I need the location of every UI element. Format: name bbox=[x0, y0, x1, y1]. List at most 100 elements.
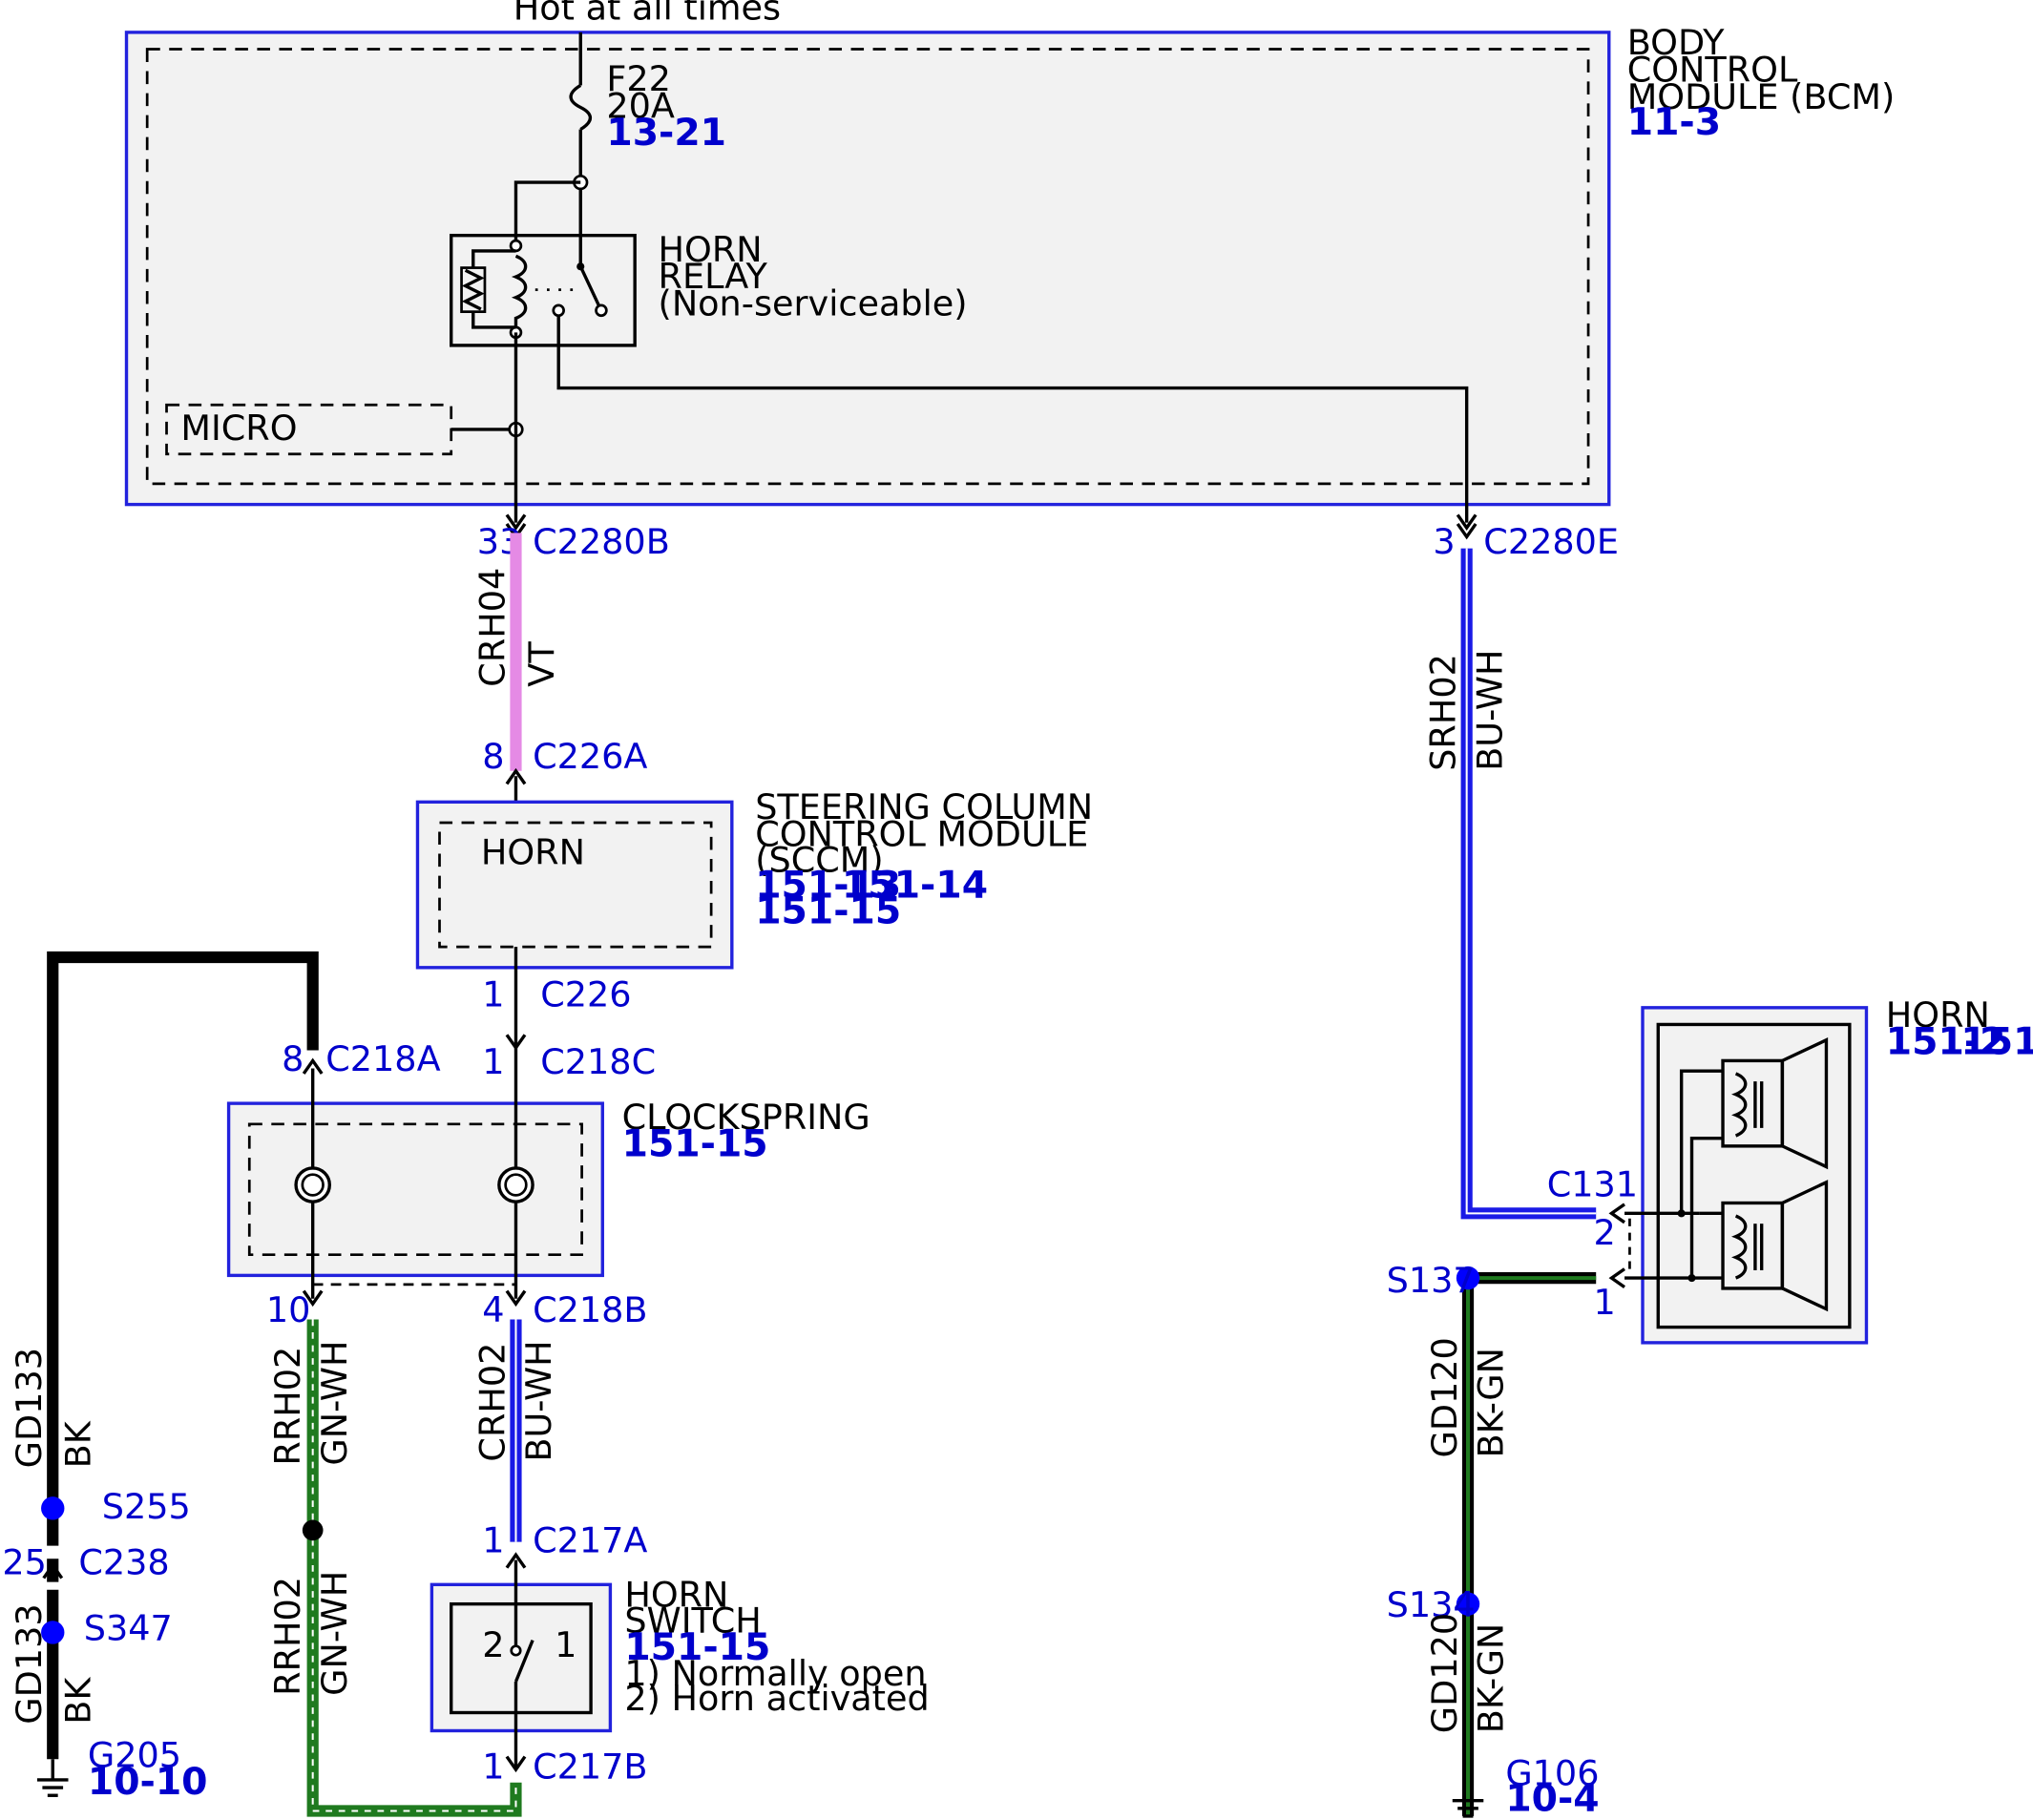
horn-switch: 2 1 HORN SWITCH 151-15 1) Normally open … bbox=[430, 1559, 930, 1770]
horn-upper-coil bbox=[1731, 1072, 1748, 1138]
horn-switch-inner bbox=[450, 1601, 593, 1715]
fuse-name: F22 bbox=[606, 58, 671, 99]
splice-s347 bbox=[41, 1621, 65, 1644]
splice-s134 bbox=[1456, 1592, 1480, 1616]
c218b-right-connector-symbol bbox=[505, 1289, 527, 1307]
sccm-ref-3: 151-15 bbox=[755, 890, 901, 933]
clockspring-title: CLOCKSPRING bbox=[622, 1097, 870, 1138]
ground-g106-symbol bbox=[1452, 1798, 1484, 1818]
relay-contact-no bbox=[552, 303, 565, 318]
fuse-rating: 20A bbox=[606, 85, 675, 126]
sccm-ref-1: 151-13 bbox=[755, 865, 901, 908]
sccm-inner-label: HORN bbox=[481, 831, 585, 872]
relay-contact-nc bbox=[595, 303, 608, 318]
clockspring-inner-dashed bbox=[247, 1122, 583, 1257]
horn-switch-note-2: 2) Horn activated bbox=[624, 1678, 929, 1719]
relay-title-line1: HORN bbox=[659, 229, 763, 270]
bcm-module: BODY CONTROL MODULE (BCM) 11-3 bbox=[124, 22, 1895, 507]
horn-switch-ref: 151-15 bbox=[624, 1626, 770, 1669]
bcm-title-line2: CONTROL bbox=[1627, 49, 1798, 90]
horn-junction-return bbox=[1687, 1274, 1696, 1283]
sccm-title-line2: CONTROL MODULE bbox=[755, 813, 1088, 854]
srh02-circuit: SRH02 bbox=[1422, 654, 1463, 771]
relay-output-wire bbox=[556, 315, 1469, 523]
crh04-color: VT bbox=[521, 641, 562, 687]
c218c-connector-symbol bbox=[505, 1034, 527, 1051]
micro-label: MICRO bbox=[180, 408, 297, 449]
crh02-circuit: CRH02 bbox=[472, 1343, 513, 1462]
c238-name: C238 bbox=[78, 1541, 169, 1582]
relay-resistor-zigzag bbox=[461, 268, 485, 311]
relay-box bbox=[450, 233, 637, 347]
wire-gd133-bk bbox=[47, 951, 319, 1760]
c131-name: C131 bbox=[1547, 1164, 1638, 1205]
c2280b-connector-symbol bbox=[505, 513, 527, 531]
c2280b-name: C2280B bbox=[533, 521, 670, 562]
gd120-bottom-circuit: GD120 bbox=[1424, 1613, 1465, 1733]
sccm-title-line1: STEERING COLUMN bbox=[755, 786, 1093, 827]
sccm-title-line3: (SCCM) bbox=[755, 840, 883, 881]
horn-switch-pin-right: 1 bbox=[555, 1624, 576, 1665]
relay-switch-arm bbox=[578, 265, 602, 309]
rrh02-bottom-circuit: RRH02 bbox=[267, 1577, 308, 1696]
horn-upper-feed bbox=[1679, 1069, 1724, 1214]
c131-pin1: 1 bbox=[1593, 1282, 1615, 1323]
c2280e-pin: 3 bbox=[1433, 521, 1455, 562]
fuse-symbol bbox=[569, 84, 593, 131]
rrh02-top-color: GN-WH bbox=[314, 1341, 355, 1466]
horn-title: HORN bbox=[1886, 994, 1990, 1036]
rrh02-inline-splice bbox=[302, 1519, 324, 1541]
bcm-title-line1: BODY bbox=[1627, 22, 1725, 63]
horn-switch-title-line2: SWITCH bbox=[624, 1600, 761, 1641]
crh02-color: BU-WH bbox=[518, 1340, 559, 1461]
horn-ref-2: 151-4 bbox=[1960, 1021, 2033, 1064]
wire-srh02-bu-wh bbox=[1460, 548, 1597, 1220]
c217b-name: C217B bbox=[533, 1747, 647, 1788]
clockspring-ref: 151-15 bbox=[622, 1123, 768, 1166]
c217a-name: C217A bbox=[533, 1519, 647, 1560]
clockspring-right-coil-inner bbox=[504, 1173, 528, 1197]
c218a-name: C218A bbox=[325, 1038, 440, 1079]
c131-pin2-symbol bbox=[1608, 1203, 1625, 1224]
c217b-pin: 1 bbox=[482, 1747, 504, 1788]
ground-g205-ref: 10-10 bbox=[88, 1761, 208, 1804]
rrh02-top-circuit: RRH02 bbox=[267, 1347, 308, 1466]
horn-ref-1: 151-2 bbox=[1886, 1021, 2006, 1064]
splice-s137-label: S137 bbox=[1387, 1260, 1476, 1301]
clockspring: CLOCKSPRING 151-15 bbox=[226, 1047, 870, 1299]
c218c-name: C218C bbox=[540, 1041, 656, 1082]
horn-switch-note-1: 1) Normally open bbox=[624, 1653, 926, 1694]
ground-g205-name: G205 bbox=[88, 1734, 181, 1775]
supply-label: Hot at all times bbox=[513, 0, 781, 28]
sccm-module: HORN STEERING COLUMN CONTROL MODULE (SCC… bbox=[415, 786, 1093, 970]
fuse-f22: F22 20A 13-21 bbox=[569, 31, 726, 183]
ground-g205-symbol bbox=[36, 1759, 69, 1797]
horn-switch-box bbox=[430, 1582, 613, 1733]
splice-s347-label: S347 bbox=[84, 1608, 173, 1649]
bcm-box bbox=[124, 31, 1611, 507]
clockspring-right-coil-outer bbox=[497, 1166, 534, 1203]
rrh02-wire-stripe bbox=[311, 1319, 517, 1812]
relay-diode-top-wire bbox=[472, 249, 516, 268]
c226-pin: 1 bbox=[482, 973, 504, 1015]
splice-s134-label: S134 bbox=[1387, 1584, 1476, 1625]
c218b-left-connector-symbol bbox=[302, 1289, 324, 1307]
gd133-bottom-circuit: GD133 bbox=[9, 1603, 50, 1724]
c217b-connector-symbol bbox=[505, 1755, 527, 1773]
c217a-connector-symbol bbox=[505, 1552, 527, 1569]
splice-s255 bbox=[41, 1496, 65, 1520]
ground-g106-ref: 10-4 bbox=[1505, 1778, 1599, 1820]
splice-s137 bbox=[1456, 1266, 1480, 1290]
sccm-box bbox=[415, 800, 734, 970]
relay-diode-bottom-wire bbox=[472, 311, 516, 329]
c238-connector-symbol bbox=[42, 1562, 64, 1579]
bcm-ref: 11-3 bbox=[1627, 101, 1721, 144]
clockspring-left-coil-inner bbox=[301, 1173, 325, 1197]
c131-pin2: 2 bbox=[1593, 1212, 1615, 1253]
horn-upper-cone bbox=[1780, 1037, 1829, 1170]
relay-coil bbox=[511, 254, 528, 327]
srh02-wire-stripe bbox=[1465, 548, 1597, 1215]
c218c-pin: 1 bbox=[482, 1041, 504, 1082]
c218a-connector-symbol bbox=[302, 1057, 324, 1075]
clockspring-box bbox=[226, 1101, 604, 1278]
